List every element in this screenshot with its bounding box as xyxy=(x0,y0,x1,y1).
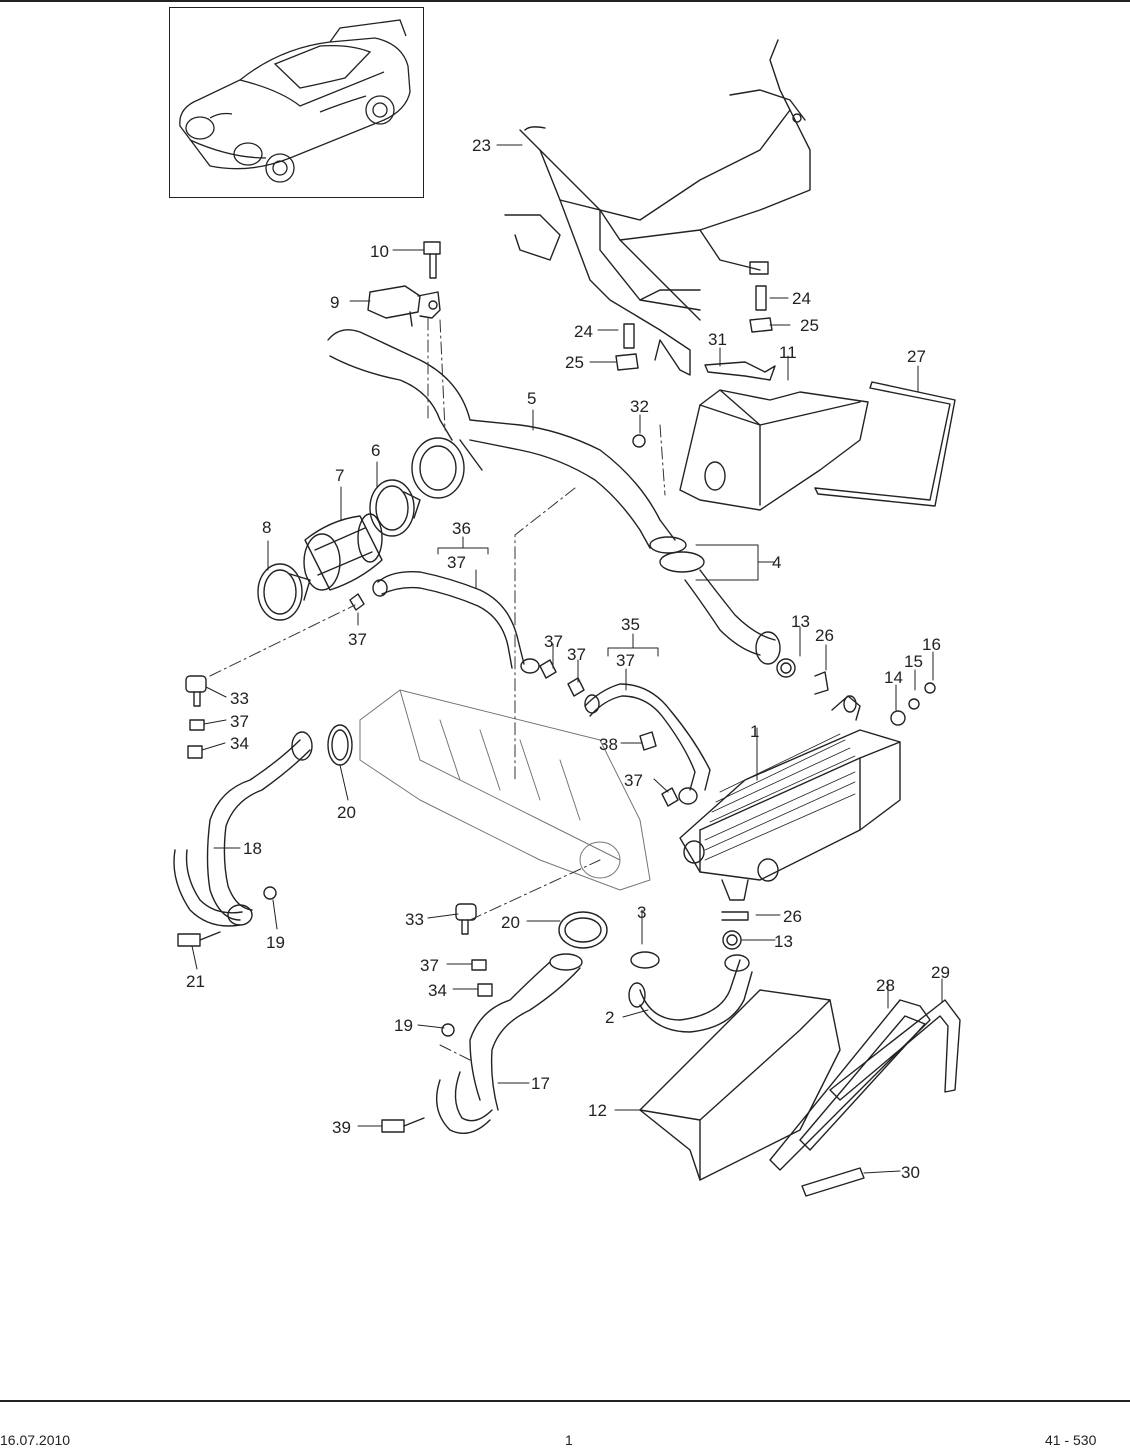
exploded-parts-diagram: 1 2 3 4 5 6 7 8 9 10 11 12 13 13 14 15 1… xyxy=(173,39,961,1197)
intercooler-part xyxy=(679,695,901,901)
callout-31: 31 xyxy=(708,330,727,349)
callout-24: 24 xyxy=(574,322,593,341)
car-icon xyxy=(179,19,411,183)
callout-16: 16 xyxy=(922,635,941,654)
callout-20: 20 xyxy=(337,803,356,822)
callout-24: 24 xyxy=(792,289,811,308)
callout-18: 18 xyxy=(243,839,262,858)
callout-labels: 1 2 3 4 5 6 7 8 9 10 11 12 13 13 14 15 1… xyxy=(186,136,950,1182)
callout-12: 12 xyxy=(588,1101,607,1120)
callout-37: 37 xyxy=(230,712,249,731)
callout-20: 20 xyxy=(501,913,520,932)
callout-37: 37 xyxy=(616,651,635,670)
callout-7: 7 xyxy=(335,466,344,485)
charge-hose-part xyxy=(436,953,583,1134)
footer-date: 16.07.2010 xyxy=(0,1432,71,1448)
seal-part xyxy=(801,1167,865,1197)
seal-part xyxy=(769,999,961,1171)
callout-leader-lines xyxy=(191,144,943,1174)
callout-6: 6 xyxy=(371,441,380,460)
callout-28: 28 xyxy=(876,976,895,995)
callout-29: 29 xyxy=(931,963,950,982)
callout-23: 23 xyxy=(472,136,491,155)
callout-9: 9 xyxy=(330,293,339,312)
callout-25: 25 xyxy=(565,353,584,372)
charge-hose-part xyxy=(173,731,313,927)
callout-33: 33 xyxy=(230,689,249,708)
callout-37: 37 xyxy=(624,771,643,790)
callout-27: 27 xyxy=(907,347,926,366)
callout-4: 4 xyxy=(772,553,781,572)
callout-37: 37 xyxy=(544,632,563,651)
air-duct-part xyxy=(679,389,869,511)
callout-10: 10 xyxy=(370,242,389,261)
callout-13: 13 xyxy=(774,932,793,951)
callout-13: 13 xyxy=(791,612,810,631)
callout-8: 8 xyxy=(262,518,271,537)
assembly-phantom-lines xyxy=(209,317,666,1061)
vehicle-thumbnail xyxy=(169,7,424,198)
seal-part xyxy=(704,361,776,381)
callout-17: 17 xyxy=(531,1074,550,1093)
mounting-frame-part xyxy=(504,39,811,376)
top-rule xyxy=(0,0,1130,2)
callout-36: 36 xyxy=(452,519,471,538)
intercooler-hose-part xyxy=(628,954,753,1033)
footer-page-number: 1 xyxy=(565,1432,573,1448)
callout-38: 38 xyxy=(599,735,618,754)
fitting-part xyxy=(177,285,936,1133)
callout-19: 19 xyxy=(394,1016,413,1035)
callout-37: 37 xyxy=(447,553,466,572)
callout-37: 37 xyxy=(567,645,586,664)
air-duct-part xyxy=(639,989,841,1181)
hose-clamp-part xyxy=(327,724,608,949)
callout-34: 34 xyxy=(230,734,249,753)
manifold-outline xyxy=(359,689,651,891)
callout-11: 11 xyxy=(779,343,797,362)
vacuum-hose-part xyxy=(584,683,711,805)
callout-3: 3 xyxy=(637,903,646,922)
intercooler-hose-part xyxy=(659,551,781,665)
rubber-boot-part xyxy=(303,513,383,591)
callout-26: 26 xyxy=(815,626,834,645)
callout-32: 32 xyxy=(630,397,649,416)
callout-5: 5 xyxy=(527,389,536,408)
bottom-rule xyxy=(0,1400,1130,1402)
callout-39: 39 xyxy=(332,1118,351,1137)
callout-14: 14 xyxy=(884,668,903,687)
pressure-sensor-part xyxy=(367,285,441,327)
callout-25: 25 xyxy=(800,316,819,335)
callout-26: 26 xyxy=(783,907,802,926)
callout-19: 19 xyxy=(266,933,285,952)
callout-34: 34 xyxy=(428,981,447,1000)
callout-21: 21 xyxy=(186,972,205,991)
seal-part xyxy=(814,381,956,507)
hose-clamp-part xyxy=(257,563,311,621)
callout-37: 37 xyxy=(420,956,439,975)
footer-illustration-code: 41 - 530 xyxy=(1045,1432,1097,1448)
hose-clamp-part xyxy=(369,479,421,537)
bolt-part xyxy=(423,241,441,279)
callout-33: 33 xyxy=(405,910,424,929)
callout-35: 35 xyxy=(621,615,640,634)
callout-15: 15 xyxy=(904,652,923,671)
callout-37: 37 xyxy=(348,630,367,649)
callout-2: 2 xyxy=(605,1008,614,1027)
vacuum-hose-part xyxy=(372,571,540,674)
y-pipe-part xyxy=(327,329,687,554)
callout-1: 1 xyxy=(750,722,759,741)
callout-30: 30 xyxy=(901,1163,920,1182)
